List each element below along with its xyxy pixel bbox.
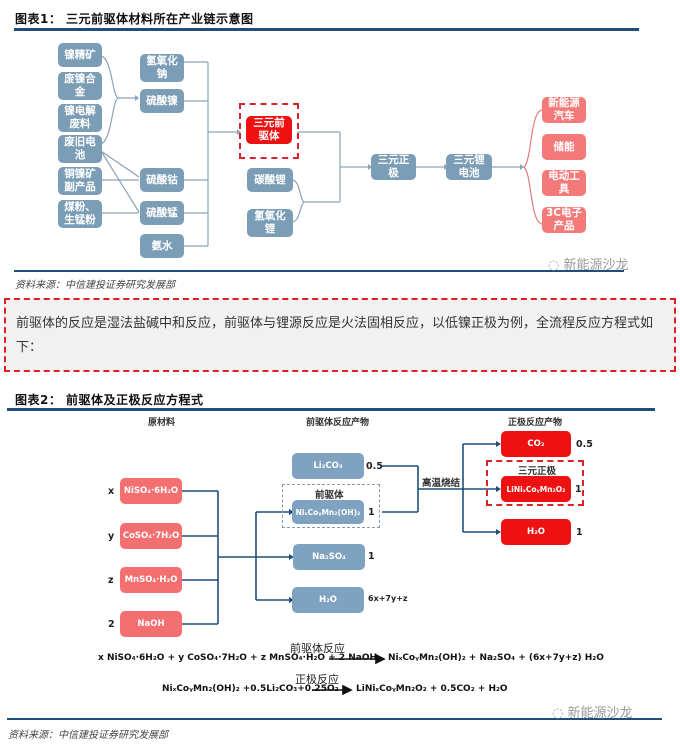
source-nickel-electrolysis-waste: 镍电解废料 [58, 104, 102, 132]
source-coal-manganese-powder: 煤粉、生锰粉 [58, 200, 102, 228]
coef-nickel-sulfate: x [108, 486, 115, 497]
figure1-title: 图表1： 三元前驱体材料所在产业链示意图 [15, 12, 254, 26]
lithium-carbonate-box: 碳酸锂 [247, 168, 293, 192]
col-header-precursor-products: 前驱体反应产物 [306, 418, 370, 428]
watermark-text: 新能源沙龙 [563, 258, 629, 273]
source-copper-nickel-byproduct: 铜镍矿副产品 [58, 167, 102, 195]
note-text: 前驱体的反应是湿法盐碱中和反应，前驱体与锂源反应是火法固相反应，以低镍正极为例，… [16, 316, 654, 355]
product-sodium-sulfate: Na₂SO₄ [293, 544, 365, 570]
col-header-cathode-products: 正极反应产物 [508, 418, 563, 428]
raw-cobalt-sulfate: CoSO₄·7H₂O [120, 523, 182, 549]
product-ternary-cathode: LiNiₓCoᵧMn₂O₂ [501, 476, 571, 502]
coef-ternary-cathode: 1 [575, 484, 582, 495]
figure1-connectors [100, 55, 543, 247]
figure1-watermark: ◌ 新能源沙龙 [548, 254, 629, 273]
product-lithium-carbonate: Li₂CO₃ [292, 453, 364, 479]
cathode-group-frame [486, 460, 584, 506]
source-waste-nickel-alloy: 废镍合金 [58, 72, 102, 100]
intermediate-cobalt-sulfate: 硫酸钴 [140, 168, 184, 192]
wechat-icon: ◌ [552, 706, 564, 721]
intermediate-nickel-sulfate: 硫酸镍 [140, 89, 184, 113]
coef-precursor-hydroxide: 1 [368, 507, 375, 518]
figure2-watermark: ◌ 新能源沙龙 [552, 702, 633, 721]
coef-sodium-sulfate: 1 [368, 551, 375, 562]
application-nev: 新能源汽车 [542, 97, 586, 123]
product-water-cathode: H₂O [501, 519, 571, 545]
figure2-title-rule [7, 408, 655, 411]
figure2-bottom-rule [7, 718, 662, 720]
equation1-lhs: x NiSO₄·6H₂O + y CoSO₄·7H₂O + z MnSO₄·H₂… [98, 653, 378, 663]
sinter-label: 高温烧结 [422, 478, 461, 489]
application-energy-storage: 储能 [542, 134, 586, 160]
coef-manganese-sulfate: z [108, 575, 114, 586]
product-precursor-hydroxide: NiₓCoᵧMn₂(OH)₂ [292, 500, 364, 524]
precursor-group-label: 前驱体 [315, 490, 344, 501]
equation2-rhs: LiNiₓCoᵧMn₂O₂ + 0.5CO₂ + H₂O [356, 684, 508, 694]
equation2-lhs: NiₓCoᵧMn₂(OH)₂ +0.5Li₂CO₃+0.25O₂ [162, 684, 339, 694]
raw-nickel-sulfate: NiSO₄·6H₂O [120, 478, 182, 504]
application-3c-electronics: 3C电子产品 [542, 207, 586, 233]
coef-water: 6x+7y+z [368, 594, 408, 603]
precursor-highlight-frame [239, 103, 299, 159]
intermediate-ammonia: 氨水 [140, 234, 184, 258]
explanation-note: 前驱体的反应是湿法盐碱中和反应，前驱体与锂源反应是火法固相反应，以低镍正极为例，… [4, 298, 676, 372]
figure2-title: 图表2： 前驱体及正极反应方程式 [15, 393, 204, 407]
watermark-text: 新能源沙龙 [567, 706, 633, 721]
coef-carbon-dioxide: 0.5 [576, 439, 593, 450]
wechat-icon: ◌ [548, 258, 560, 273]
ternary-battery-box: 三元锂电池 [446, 154, 492, 180]
source-waste-battery: 废旧电池 [58, 135, 102, 163]
coef-cobalt-sulfate: y [108, 531, 115, 542]
intermediate-sodium-hydroxide: 氢氧化钠 [140, 54, 184, 82]
raw-sodium-hydroxide: NaOH [120, 611, 182, 637]
application-power-tools: 电动工具 [542, 170, 586, 196]
equation1-rhs: NiₓCoᵧMn₂(OH)₂ + Na₂SO₄ + (6x+7y+z) H₂O [388, 653, 604, 663]
equation2-label: 正极反应 [295, 673, 339, 686]
coef-lithium-carbonate: 0.5 [366, 461, 383, 472]
cathode-group-label: 三元正极 [518, 466, 557, 477]
ternary-cathode-box: 三元正极 [371, 154, 416, 180]
intermediate-manganese-sulfate: 硫酸锰 [140, 201, 184, 225]
precursor-group-frame [282, 484, 380, 528]
col-header-raw-materials: 原材料 [148, 418, 176, 428]
ternary-precursor-box: 三元前驱体 [246, 116, 292, 144]
coef-water-cathode: 1 [576, 527, 583, 538]
equation1-label: 前驱体反应 [290, 642, 345, 655]
figure1-title-rule [14, 28, 639, 31]
source-nickel-concentrate: 镍精矿 [58, 43, 102, 67]
figure1-source-note: 资料来源：中信建投证券研究发展部 [15, 280, 175, 291]
product-water: H₂O [292, 587, 364, 613]
product-carbon-dioxide: CO₂ [501, 431, 571, 457]
lithium-hydroxide-box: 氢氧化锂 [247, 209, 293, 237]
coef-sodium-hydroxide: 2 [108, 619, 115, 630]
raw-manganese-sulfate: MnSO₄·H₂O [120, 567, 182, 593]
figure2-source-note: 资料来源：中信建投证券研究发展部 [8, 730, 168, 741]
figure1-bottom-rule [14, 270, 624, 272]
